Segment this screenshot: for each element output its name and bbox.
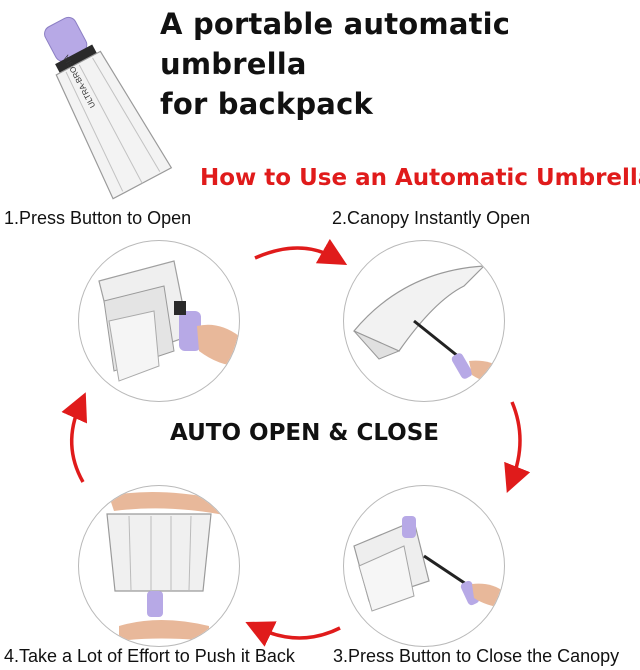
auto-open-close-label: AUTO OPEN & CLOSE: [170, 420, 440, 446]
step-3-image: [343, 485, 505, 647]
step-1-image: [78, 240, 240, 402]
arrow-step2-to-step3: [504, 401, 531, 494]
step-2-label: 2.Canopy Instantly Open: [332, 208, 531, 228]
step-3-label: 3.Press Button to Close the Canopy: [333, 646, 620, 666]
step-1-label: 1.Press Button to Open: [4, 208, 192, 228]
page-headline: A portable automatic umbrella for backpa…: [160, 4, 630, 124]
step-2-image: [343, 240, 505, 402]
instructions-title: How to Use an Automatic Umbrella: [200, 165, 640, 191]
headline-line-2: for backpack: [160, 87, 373, 121]
arrow-step1-to-step2: [254, 238, 348, 265]
step-4-label: 4.Take a Lot of Effort to Push it Back: [4, 646, 295, 666]
headline-line-1: A portable automatic umbrella: [160, 7, 511, 81]
folded-umbrella-image: ULTRA-BROSIA: [22, 0, 192, 205]
step-4-image: [78, 485, 240, 647]
arrow-step4-to-step1: [61, 392, 88, 483]
arrow-step3-to-step4: [245, 621, 341, 647]
